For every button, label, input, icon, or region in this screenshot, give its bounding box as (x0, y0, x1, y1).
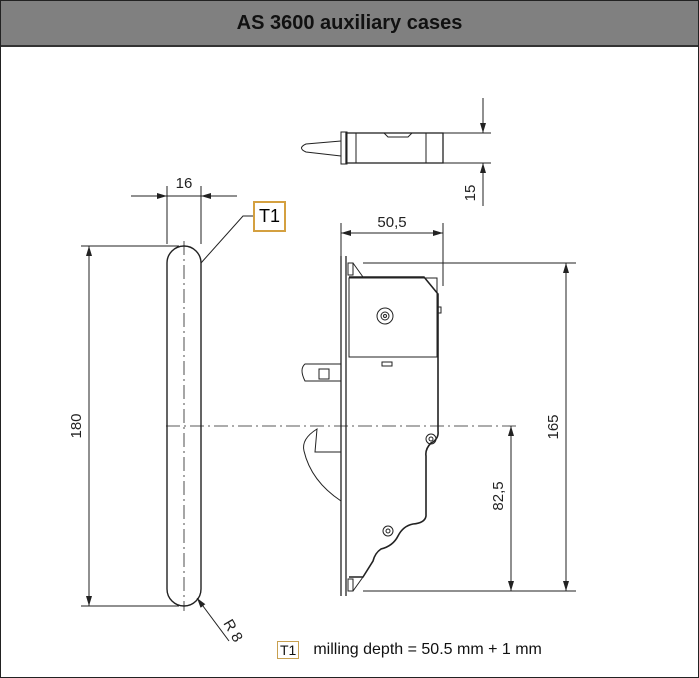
case-side-view (301, 256, 442, 596)
legend: T1 milling depth = 50.5 mm + 1 mm (277, 641, 542, 659)
legend-text: milling depth = 50.5 mm + 1 mm (313, 641, 542, 658)
dim-82-5-label: 82,5 (490, 481, 507, 510)
radius-label: R 8 (220, 617, 246, 646)
page-title: AS 3600 auxiliary cases (236, 11, 463, 34)
dim-180-label: 180 (68, 413, 85, 438)
t1-leader (200, 215, 253, 264)
header-bar: AS 3600 auxiliary cases (1, 1, 698, 47)
t1-tag: T1 (253, 201, 286, 232)
legend-tag: T1 (277, 641, 300, 659)
dim-165-label: 165 (545, 414, 562, 439)
dim-50-5-label: 50,5 (377, 214, 406, 231)
case-top-view (301, 131, 444, 165)
r8-leader (196, 597, 230, 642)
dim-16-label: 16 (176, 175, 193, 192)
dim-15-label: 15 (462, 185, 479, 202)
